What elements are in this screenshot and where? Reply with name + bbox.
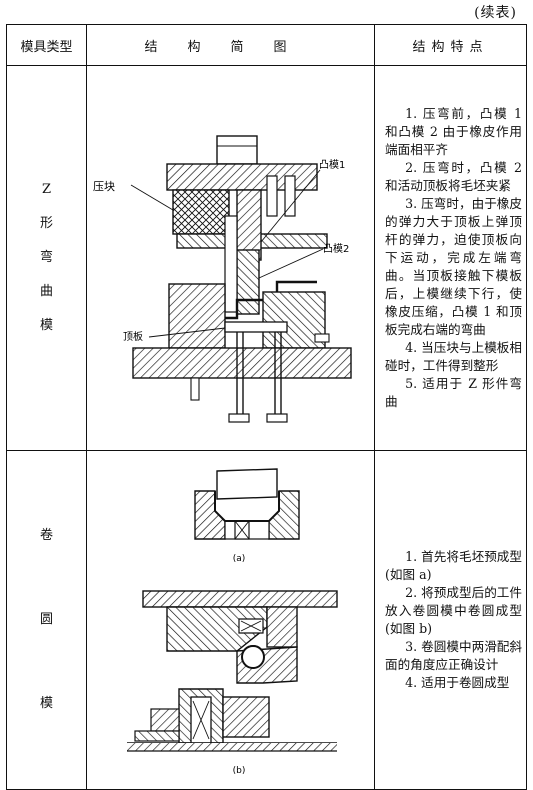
ejector-plate [224, 321, 288, 333]
label-punch-1: 凸模1 [319, 159, 345, 171]
mold-table: 模具类型 结构简图 结构特点 Z 形 弯 曲 模 [6, 24, 527, 790]
table-row-z-bend: Z 形 弯 曲 模 [6, 65, 527, 451]
feature-item: 4. 当压块与上模板相碰时，工件得到整形 [385, 340, 522, 373]
curling-upper-plate [142, 590, 338, 608]
label-fig-b: (b) [233, 766, 246, 776]
mold-type-cell: Z 形 弯 曲 模 [6, 65, 87, 451]
header-mold-type: 模具类型 [6, 24, 87, 66]
workpiece [199, 280, 317, 320]
curled-workpiece [241, 645, 265, 669]
z-bend-die-drawing: 压块 凸模1 凸模2 顶板 [93, 135, 352, 423]
lower-die-left [168, 283, 226, 349]
feature-item: 2. 将预成型后的工件放入卷圆模中卷圆成型(如图 b) [385, 585, 522, 636]
feature-item: 1. 首先将毛坯预成型(如图 a) [385, 549, 522, 582]
mold-type-char: 模 [39, 318, 53, 333]
preform-die-right [268, 490, 300, 540]
preform-punch [216, 468, 278, 500]
header-features: 结构特点 [374, 24, 527, 66]
mold-type-char: 模 [39, 696, 53, 711]
table-row-curling: 卷 圆 模 (a) [6, 450, 527, 790]
feature-item: 3. 卷圆模中两滑配斜面的角度应正确设计 [385, 639, 522, 672]
mold-type-cell: 卷 圆 模 [6, 450, 87, 790]
mold-type-char: 卷 [39, 528, 53, 543]
pressure-block [224, 215, 238, 313]
feature-item: 5. 适用于 Z 形件弯曲 [385, 376, 522, 409]
features-cell-curling: 1. 首先将毛坯预成型(如图 a) 2. 将预成型后的工件放入卷圆模中卷圆成型(… [374, 450, 527, 790]
label-ejector-plate: 顶板 [123, 330, 143, 343]
shank [216, 135, 258, 165]
lower-base [132, 347, 352, 379]
sketch-cell-z-bend: 压块 凸模1 凸模2 顶板 [86, 65, 375, 451]
label-punch-2: 凸模2 [323, 243, 349, 255]
header-sketch: 结构简图 [86, 24, 375, 66]
features-cell-z-bend: 1. 压弯前，凸模 1 和凸模 2 由于橡皮作用端面相平齐 2. 压弯时，凸模 … [374, 65, 527, 451]
continued-label: (续表) [474, 5, 517, 21]
mold-type-char: 形 [39, 216, 53, 231]
feature-item: 2. 压弯时，凸模 2 和活动顶板将毛坯夹紧 [385, 160, 522, 193]
mold-type-char: 曲 [39, 284, 53, 299]
punch-2 [236, 249, 260, 315]
rubber-block [172, 189, 230, 235]
feature-item: 4. 适用于卷圆成型 [405, 675, 510, 690]
curling-die-drawing: (a) (b) [127, 468, 338, 776]
mold-type-char: Z [41, 182, 52, 197]
curling-upper-die [166, 606, 268, 652]
mold-type-char: 圆 [39, 612, 53, 627]
feature-item: 1. 压弯前，凸模 1 和凸模 2 由于橡皮作用端面相平齐 [385, 106, 522, 157]
header-row: 模具类型 结构简图 结构特点 [6, 24, 527, 66]
sketch-cell-curling: (a) (b) [86, 450, 375, 790]
label-pressure-block: 压块 [93, 180, 115, 193]
mold-type-char: 弯 [39, 250, 53, 265]
label-fig-a: (a) [233, 554, 246, 564]
feature-item: 3. 压弯时，由于橡皮的弹力大于顶板上弹顶杆的弹力，迫使顶板向下运动，完成左端弯… [385, 196, 522, 337]
